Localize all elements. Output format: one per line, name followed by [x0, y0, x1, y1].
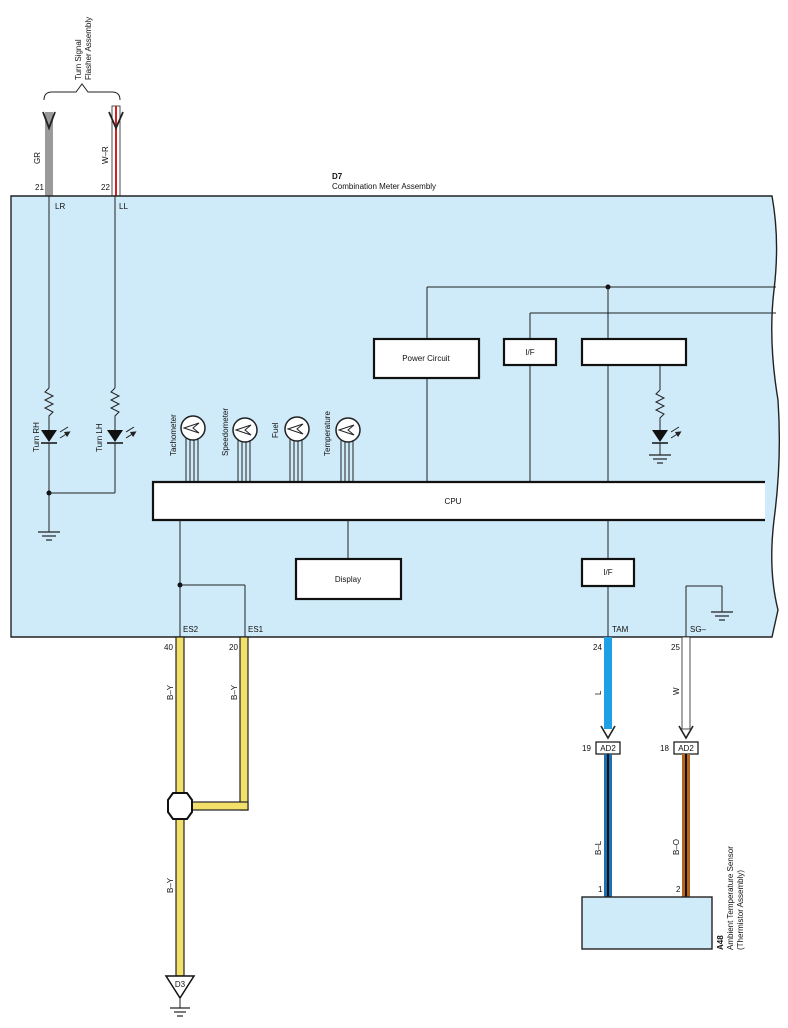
gauge-tachometer: Tachometer — [169, 414, 206, 482]
wire-label-bo: B–O — [672, 839, 681, 855]
if-top-block: I/F — [502, 337, 558, 367]
gauge-speedometer: Speedometer — [221, 408, 258, 482]
ground-icon — [38, 531, 60, 541]
wire-wr: W–R 22 — [101, 105, 124, 197]
wire-label-l: L — [594, 690, 603, 695]
connector-ad2-a: AD2 19 — [582, 741, 621, 755]
meter-code: D7 — [332, 172, 343, 181]
wire-label-wr: W–R — [101, 146, 110, 164]
terminal-es2: ES2 — [183, 625, 199, 634]
terminal-tam: TAM — [612, 625, 629, 634]
flasher-label-line2: Flasher Assembly — [84, 17, 93, 80]
if-top-label: I/F — [525, 348, 534, 357]
terminal-lr: LR — [55, 202, 65, 211]
wire-label-by-3: B–Y — [166, 877, 175, 893]
pin-2: 2 — [676, 885, 681, 894]
terminal-ll: LL — [119, 202, 128, 211]
ad2-b-label: AD2 — [678, 744, 694, 753]
combination-meter-body — [10, 195, 781, 638]
wire-w-sg: 25 W — [671, 636, 694, 740]
pin-21: 21 — [35, 183, 44, 192]
lower-wiring — [177, 520, 733, 637]
wire-bl: B–L 1 — [594, 754, 612, 897]
wire-label-by-2: B–Y — [230, 684, 239, 700]
indicator-led — [649, 389, 679, 464]
turn-lh-circuit: Turn LH — [49, 196, 134, 494]
indicator-block — [580, 337, 688, 367]
pin-40: 40 — [164, 643, 173, 652]
wire-label-w: W — [672, 687, 681, 695]
gauge-temperature: Temperature — [323, 411, 361, 482]
cpu-block: CPU — [151, 480, 765, 522]
meter-name: Combination Meter Assembly — [332, 182, 436, 191]
display-label: Display — [335, 575, 361, 584]
display-block: Display — [294, 557, 403, 601]
splice-junction — [167, 792, 193, 820]
wire-label-by-1: B–Y — [166, 684, 175, 700]
power-circuit-block: Power Circuit — [372, 337, 481, 380]
gauge-label-fuel: Fuel — [271, 422, 280, 438]
pin-24: 24 — [593, 643, 602, 652]
terminal-es1: ES1 — [248, 625, 264, 634]
wire-l-tam: 24 L — [593, 637, 616, 740]
internal-bus — [426, 284, 776, 482]
gauge-label-temperature: Temperature — [323, 411, 332, 456]
ground-connector-d3: D3 — [164, 975, 196, 1017]
sensor-code: A48 — [716, 935, 725, 950]
gauge-fuel: Fuel — [271, 416, 310, 482]
turn-lh-label: Turn LH — [95, 423, 104, 452]
pin-19: 19 — [582, 744, 591, 753]
wire-bo: B–O 2 — [672, 754, 690, 897]
sensor-name: Ambient Temperature Sensor — [726, 846, 735, 950]
wire-by-es1: 20 B–Y — [187, 636, 249, 811]
sensor-subname: (Thermistor Assembly) — [736, 870, 745, 950]
pin-18: 18 — [660, 744, 669, 753]
pin-25: 25 — [671, 643, 680, 652]
pin-20: 20 — [229, 643, 238, 652]
cpu-label: CPU — [445, 497, 462, 506]
if-bottom-block: I/F — [580, 557, 636, 588]
d3-label: D3 — [175, 980, 186, 989]
ad2-a-label: AD2 — [600, 744, 616, 753]
connector-ad2-b: AD2 18 — [660, 741, 699, 755]
wire-label-gr: GR — [33, 152, 42, 164]
turn-rh-label: Turn RH — [32, 422, 41, 452]
flasher-label-line1: Turn Signal — [74, 39, 83, 80]
gauge-label-speedometer: Speedometer — [221, 408, 230, 456]
wire-gr: GR 21 — [33, 111, 56, 196]
ambient-temperature-sensor — [581, 896, 713, 950]
gauge-label-tachometer: Tachometer — [169, 414, 178, 456]
flasher-assembly-bracket: Turn Signal Flasher Assembly — [43, 17, 121, 101]
power-circuit-label: Power Circuit — [402, 354, 450, 363]
terminal-sg: SG– — [690, 625, 707, 634]
if-bottom-label: I/F — [603, 568, 612, 577]
wire-label-bl: B–L — [594, 840, 603, 855]
pin-1: 1 — [598, 885, 603, 894]
pin-22: 22 — [101, 183, 110, 192]
